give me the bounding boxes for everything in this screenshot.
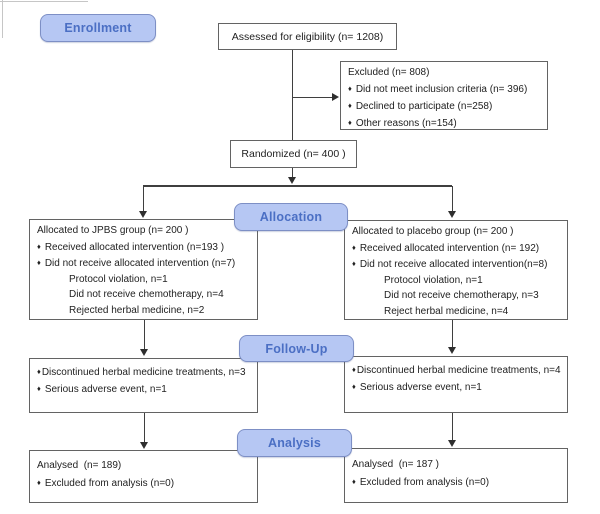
bullet-icon: ♦ [352,365,356,374]
excluded-box: Excluded (n= 808) ♦Did not meet inclusio… [340,61,548,130]
allocation-right-title: Allocated to placebo group (n= 200 ) [352,226,514,237]
arrowhead-down-icon [447,347,456,354]
followup-right-item-text: Discontinued herbal medicine treatments,… [356,365,561,376]
followup-left-item-text: Serious adverse event, n=1 [44,384,167,395]
analysis-badge-label: Analysis [267,436,322,450]
arrowhead-down-icon [139,442,148,449]
allocation-badge-label: Allocation [259,210,323,224]
assessed-text: Assessed for eligibility (n= 1208) [231,30,384,43]
allocation-right-subitem: Protocol violation, n=1 [384,274,483,286]
excluded-item: ♦Other reasons (n=154) [346,115,542,132]
arrowhead-down-icon [139,349,148,356]
followup-left-box: ♦Discontinued herbal medicine treatments… [29,358,258,413]
excluded-item-text: Declined to participate (n=258) [355,101,493,112]
assessed-box: Assessed for eligibility (n= 1208) [218,23,397,50]
allocation-left-subitem: Did not receive chemotherapy, n=4 [69,289,224,300]
allocation-badge: Allocation [234,203,348,231]
analysis-left-item: ♦Excluded from analysis (n=0) [35,474,252,492]
bullet-icon: ♦ [37,258,41,267]
allocation-right-subitem: Reject herbal medicine, n=4 [384,305,509,317]
allocation-right-item: ♦Did not receive allocated intervention(… [350,256,562,273]
allocation-right-item: ♦Received allocated intervention (n= 192… [350,240,562,257]
followup-right-item: ♦Serious adverse event, n=1 [350,379,562,396]
analysis-right-title: Analysed (n= 187 ) [352,459,439,470]
analysis-badge: Analysis [237,429,352,457]
followup-badge: Follow-Up [239,335,354,362]
arrowhead-down-icon [447,211,456,218]
allocation-left-item-text: Did not receive allocated intervention (… [44,258,236,269]
connector-branch-excluded [292,96,333,98]
bullet-icon: ♦ [37,478,41,487]
bullet-icon: ♦ [348,84,352,93]
allocation-right-subitem: Did not receive chemotherapy, n=3 [384,290,539,301]
allocation-right-box: Allocated to placebo group (n= 200 ) ♦Re… [344,220,568,320]
frame-line-left [2,0,3,38]
bullet-icon: ♦ [352,242,356,252]
analysis-left-item-text: Excluded from analysis (n=0) [44,478,175,489]
analysis-right-box: Analysed (n= 187 ) ♦Excluded from analys… [344,448,568,503]
followup-right-item: ♦Discontinued herbal medicine treatments… [350,362,562,379]
excluded-title: Excluded (n= 808) [348,67,430,78]
followup-right-box: ♦Discontinued herbal medicine treatments… [344,356,568,413]
allocation-left-box: Allocated to JPBS group (n= 200 ) ♦Recei… [29,219,258,320]
bullet-icon: ♦ [348,118,352,127]
analysis-left-box: Analysed (n= 189) ♦Excluded from analysi… [29,450,258,503]
excluded-item: ♦Did not meet inclusion criteria (n= 396… [346,81,542,98]
connector-furight-anright [451,413,453,440]
enrollment-badge-label: Enrollment [64,21,132,35]
bullet-icon: ♦ [37,384,41,393]
bullet-icon: ♦ [352,382,356,391]
arrowhead-down-icon [287,177,296,184]
bullet-icon: ♦ [37,241,41,251]
allocation-left-item: ♦Did not receive allocated intervention … [35,255,252,272]
connector-fuleft-anleft [143,413,145,442]
randomized-box: Randomized (n= 400 ) [230,140,357,168]
allocation-right-item-text: Did not receive allocated intervention(n… [359,259,548,270]
followup-left-item: ♦Serious adverse event, n=1 [35,381,252,398]
allocation-left-item: ♦Received allocated intervention (n=193 … [35,239,252,256]
followup-left-item-text: Discontinued herbal medicine treatments,… [41,367,246,378]
allocation-left-item-text: Received allocated intervention (n=193 ) [44,241,225,253]
allocation-left-title: Allocated to JPBS group (n= 200 ) [37,225,189,236]
arrowhead-down-icon [138,211,147,218]
bullet-icon: ♦ [352,477,356,486]
allocation-left-subitem: Protocol violation, n=1 [69,273,168,285]
bullet-icon: ♦ [37,367,41,376]
enrollment-badge: Enrollment [40,14,156,42]
connector-allocleft-fuleft [143,320,145,349]
connector-randomized-down [291,168,293,179]
excluded-item-text: Other reasons (n=154) [355,118,457,129]
excluded-item: ♦Declined to participate (n=258) [346,98,542,115]
analysis-left-title: Analysed (n= 189) [37,460,122,471]
allocation-left-subitem: Rejected herbal medicine, n=2 [69,304,205,316]
connector-allocright-furight [451,320,453,348]
connector-assessed-randomized [291,50,293,140]
excluded-item-text: Did not meet inclusion criteria (n= 396) [355,84,528,95]
bullet-icon: ♦ [348,101,352,110]
connector-split-left-down [142,186,144,212]
connector-split-horizontal [143,185,452,187]
arrowhead-right-icon [332,92,339,101]
followup-left-item: ♦Discontinued herbal medicine treatments… [35,364,252,381]
allocation-right-item-text: Received allocated intervention (n= 192) [359,242,540,254]
connector-split-right-down [451,186,453,212]
analysis-right-item: ♦Excluded from analysis (n=0) [350,473,562,491]
followup-right-item-text: Serious adverse event, n=1 [359,382,482,393]
analysis-right-item-text: Excluded from analysis (n=0) [359,477,490,488]
arrowhead-down-icon [447,440,456,447]
randomized-text: Randomized (n= 400 ) [241,148,346,160]
frame-line-top [0,1,88,2]
bullet-icon: ♦ [352,259,356,268]
followup-badge-label: Follow-Up [265,341,328,356]
